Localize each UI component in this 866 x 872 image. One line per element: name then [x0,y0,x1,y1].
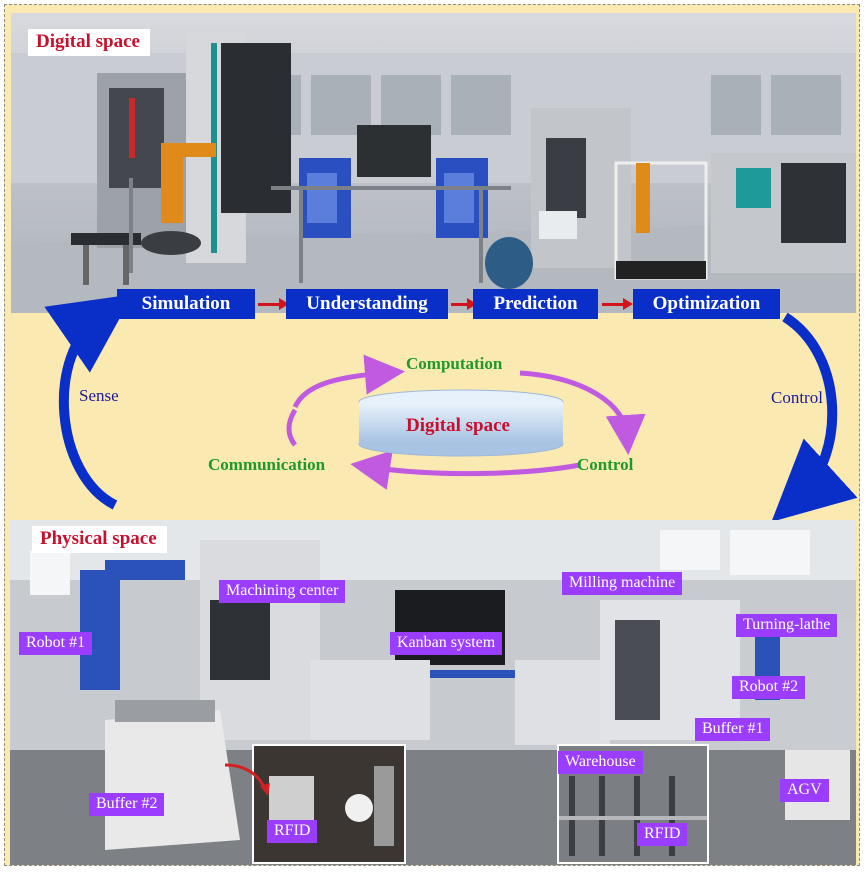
label-rfid-right: RFID [637,823,688,846]
label-milling-machine: Milling machine [562,572,683,595]
computation-label: Computation [406,354,503,373]
cycle-arrow-top-left [292,354,405,409]
arrow-prediction-optimization [602,298,633,310]
sense-label: Sense [79,386,119,405]
label-buffer-1: Buffer #1 [695,718,771,741]
cycle-arrow-left [286,408,298,447]
arrow-simulation-understanding [258,298,289,310]
cycle-control-label: Control [577,455,634,474]
digital-space-panel: Digital space [11,13,856,313]
stage-simulation: Simulation [117,289,255,319]
sense-arrow [44,294,133,510]
control-label: Control [771,388,823,407]
cycle-arrow-top-right [519,370,646,455]
label-agv: AGV [780,779,829,802]
stage-understanding: Understanding [286,289,448,319]
label-machining-center: Machining center [219,580,346,603]
digital-scene-illustration [11,33,856,313]
rfid-pointer-arrow [224,763,270,796]
label-turning-lathe: Turning-lathe [736,614,838,637]
arrow-understanding-prediction [451,298,477,310]
communication-label: Communication [208,455,326,474]
label-kanban-system: Kanban system [390,632,503,655]
digital-space-title: Digital space [28,29,150,56]
physical-space-title: Physical space [32,526,167,553]
label-robot-1: Robot #1 [19,632,93,655]
label-rfid-left: RFID [267,820,318,843]
stage-optimization: Optimization [633,289,780,319]
label-warehouse: Warehouse [558,751,643,774]
cycle-arrow-bottom [350,450,581,490]
stage-prediction: Prediction [473,289,598,319]
digital-space-cylinder-label: Digital space [406,415,510,436]
label-buffer-2: Buffer #2 [89,793,165,816]
label-robot-2: Robot #2 [732,676,806,699]
figure-frame: Digital space Simulation Understanding P… [4,4,860,866]
